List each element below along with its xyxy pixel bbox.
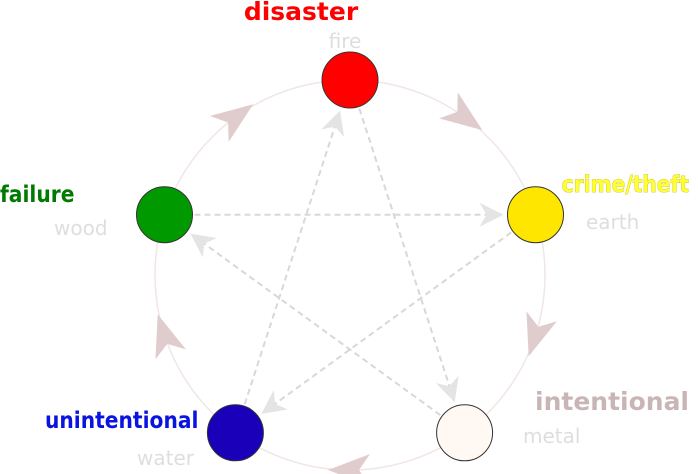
star-arrow-wood-to-earth [479, 202, 504, 227]
node-wood [136, 186, 193, 244]
cycle-arrow-fire-to-earth [439, 92, 483, 131]
star-line-metal-to-wood [189, 232, 441, 416]
label-wood: failure [0, 182, 74, 209]
nodes [136, 51, 564, 462]
star-arrow-fire-to-metal [435, 375, 459, 403]
label-water: unintentional [45, 408, 198, 435]
star-line-fire-to-metal [358, 108, 456, 403]
cycle-arrow-wood-to-fire [209, 104, 254, 142]
label-metal: intentional [535, 387, 689, 416]
node-water [206, 404, 264, 462]
node-metal [436, 404, 494, 462]
cycle-arrow-earth-to-metal [526, 311, 557, 357]
star-arrow-metal-to-wood [190, 233, 217, 258]
node-fire [321, 51, 379, 109]
label-fire: disaster [244, 0, 359, 26]
star-edges [189, 108, 512, 416]
element-fire: fire [329, 29, 362, 53]
element-wood: wood [54, 216, 108, 240]
element-metal: metal [523, 424, 580, 448]
node-earth [507, 186, 564, 244]
cycle-arrow-water-to-wood [155, 314, 186, 360]
cycle-ring [154, 79, 546, 471]
star-line-earth-to-water [260, 231, 512, 415]
cycle-arrow-metal-to-water [328, 454, 370, 474]
element-water: water [137, 446, 195, 470]
star-arrow-water-to-fire [321, 110, 345, 137]
star-line-water-to-fire [243, 110, 342, 405]
label-earth: crime/theft [562, 172, 689, 199]
element-earth: earth [586, 210, 639, 234]
star-arrow-earth-to-water [261, 390, 288, 414]
cycle-arrows [155, 92, 557, 474]
labels: disaster fire crime/theft earth intentional m… [0, 0, 689, 470]
